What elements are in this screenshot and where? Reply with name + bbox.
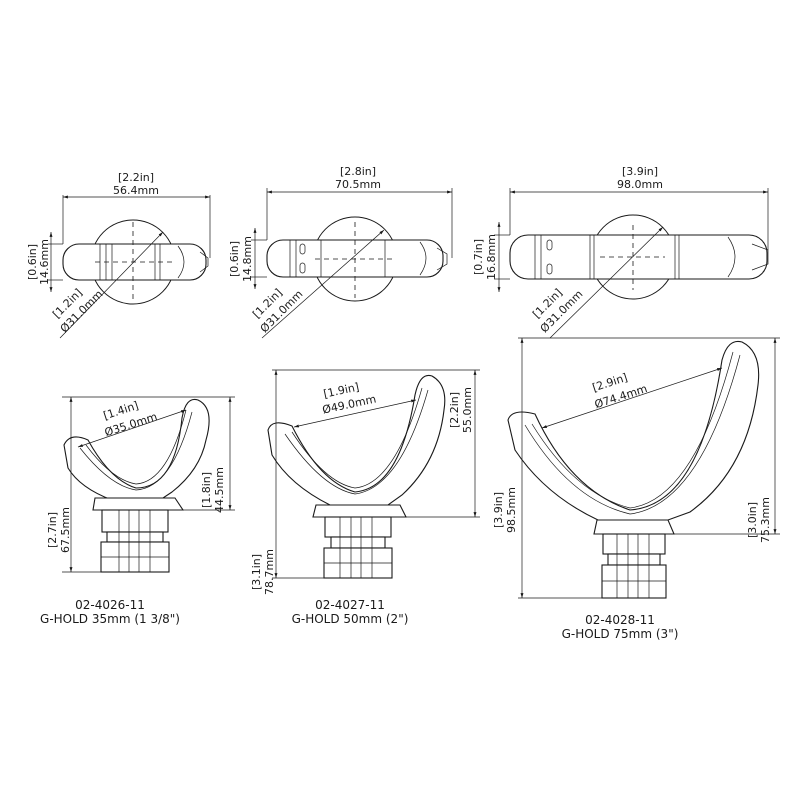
dim-length-in: [2.8in] (340, 165, 376, 178)
part-number: 02-4026-11 (75, 598, 145, 612)
part-number: 02-4027-11 (315, 598, 385, 612)
collar (593, 519, 675, 535)
dim-upper-height-mm: 55.0mm (461, 387, 474, 433)
dim-width-in: [0.7in] (472, 239, 485, 275)
dim-total-height-in: [2.7in] (46, 512, 59, 548)
top-view-4026: [2.2in] 56.4mm [0.6in] 14.6mm [1.2in] Ø3… (26, 171, 211, 339)
dim-width-mm: 14.8mm (241, 236, 254, 282)
dim-width-in: [0.6in] (26, 244, 39, 280)
collar (92, 497, 185, 511)
top-view-4028: [3.9in] 98.0mm [0.7in] 16.8mm [1.2in] Ø3… (472, 165, 769, 339)
dim-upper-height-in: [2.2in] (448, 392, 461, 428)
dim-width-mm: 14.6mm (38, 239, 51, 285)
part-number: 02-4028-11 (585, 613, 655, 627)
dim-upper-height-mm: 44.5mm (213, 467, 226, 513)
dim-width-in: [0.6in] (228, 241, 241, 277)
front-view-4027: [3.1in] 78.7mm [2.2in] 55.0mm [1.9in] Ø4… (250, 369, 480, 626)
dim-length-in: [3.9in] (622, 165, 658, 178)
dim-length-in: [2.2in] (118, 171, 154, 184)
dim-upper-height-mm: 75.3mm (759, 497, 772, 543)
dim-length-mm: 98.0mm (617, 178, 663, 191)
dim-length-mm: 56.4mm (113, 184, 159, 197)
dim-total-height-in: [3.1in] (250, 554, 263, 590)
dim-total-height-mm: 67.5mm (59, 507, 72, 553)
dim-total-height-mm: 98.5mm (505, 487, 518, 533)
clamp-arm (267, 374, 446, 506)
dim-width-mm: 16.8mm (485, 234, 498, 280)
dim-length-mm: 70.5mm (335, 178, 381, 191)
dim-total-height-in: [3.9in] (492, 492, 505, 528)
front-view-4028: [3.9in] 98.5mm [3.0in] 75.3mm [2.9in] Ø7… (492, 337, 780, 641)
top-view-4027: [2.8in] 70.5mm [0.6in] 14.8mm [1.2in] Ø3… (228, 165, 453, 339)
product-name: G-HOLD 75mm (3") (562, 627, 679, 641)
collar (312, 504, 407, 518)
product-name: G-HOLD 50mm (2") (292, 612, 409, 626)
dim-upper-height-in: [3.0in] (746, 502, 759, 538)
dim-total-height-mm: 78.7mm (263, 549, 276, 595)
clamp-arm (507, 340, 760, 521)
product-name: G-HOLD 35mm (1 3/8") (40, 612, 180, 626)
dim-upper-height-in: [1.8in] (200, 472, 213, 508)
front-view-4026: [2.7in] 67.5mm [1.8in] 44.5mm [1.4in] Ø3… (40, 396, 235, 626)
clamp-arm (63, 398, 210, 501)
